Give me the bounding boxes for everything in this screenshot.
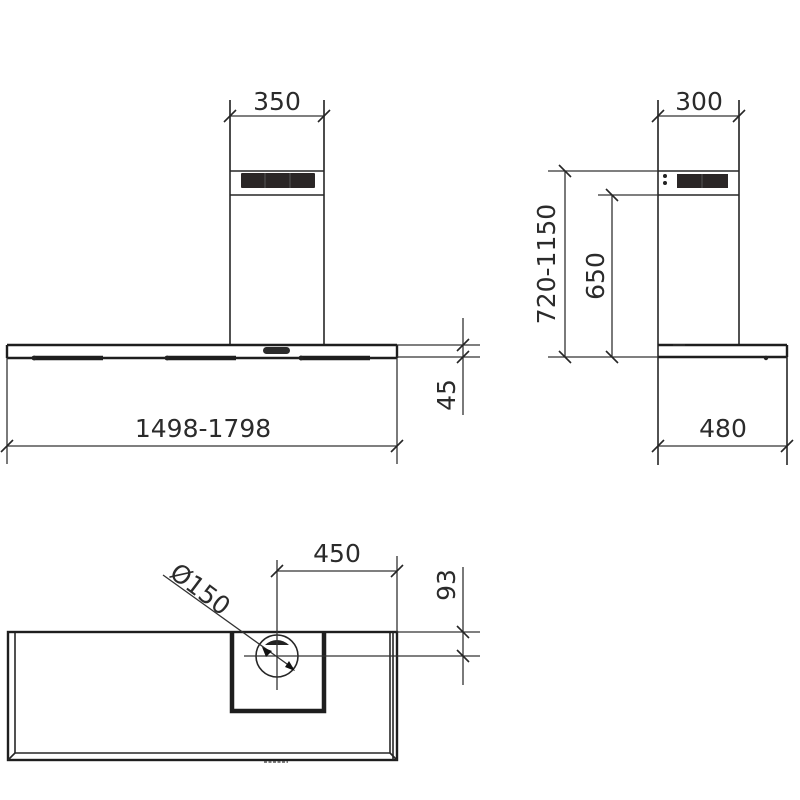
dim-height-min: 650 [581, 188, 658, 364]
dim-canopy-depth: 480 [651, 414, 794, 453]
label-450: 450 [313, 539, 361, 568]
front-chimney [229, 100, 325, 345]
label-45: 45 [432, 379, 461, 411]
indicator-dot-icon [663, 181, 667, 185]
indicator-dot-icon [663, 174, 667, 178]
side-chimney [657, 100, 740, 345]
label-300: 300 [675, 87, 723, 116]
chimney-footprint [229, 632, 327, 714]
label-650: 650 [581, 252, 610, 300]
label-93: 93 [432, 569, 461, 601]
front-view: 350 1498-1798 45 [0, 87, 480, 464]
label-350: 350 [253, 87, 301, 116]
top-canopy-outline [6, 630, 399, 763]
duct-outlet-icon [244, 560, 480, 690]
dim-height-range: 720-1150 [532, 164, 658, 364]
dim-duct-diameter: Ø150 [162, 557, 295, 671]
top-view: Ø150 450 93 [6, 539, 480, 763]
vent-grille-icon [241, 173, 315, 188]
dim-chimney-depth: 300 [651, 87, 746, 170]
label-720-1150: 720-1150 [532, 204, 561, 324]
dim-overall-width: 1498-1798 [0, 358, 404, 464]
side-canopy [657, 343, 789, 465]
control-panel-icon [263, 347, 290, 354]
dim-chimney-width: 350 [223, 87, 331, 170]
label-1498-1798: 1498-1798 [135, 414, 271, 443]
label-diameter-150: Ø150 [164, 557, 235, 621]
dim-canopy-thickness: 45 [397, 318, 480, 415]
front-canopy [5, 343, 399, 361]
label-480: 480 [699, 414, 747, 443]
dim-duct-offset-x: 450 [270, 539, 404, 760]
side-view: 300 720-1150 650 480 [532, 87, 794, 465]
dim-duct-offset-y: 93 [397, 567, 480, 685]
